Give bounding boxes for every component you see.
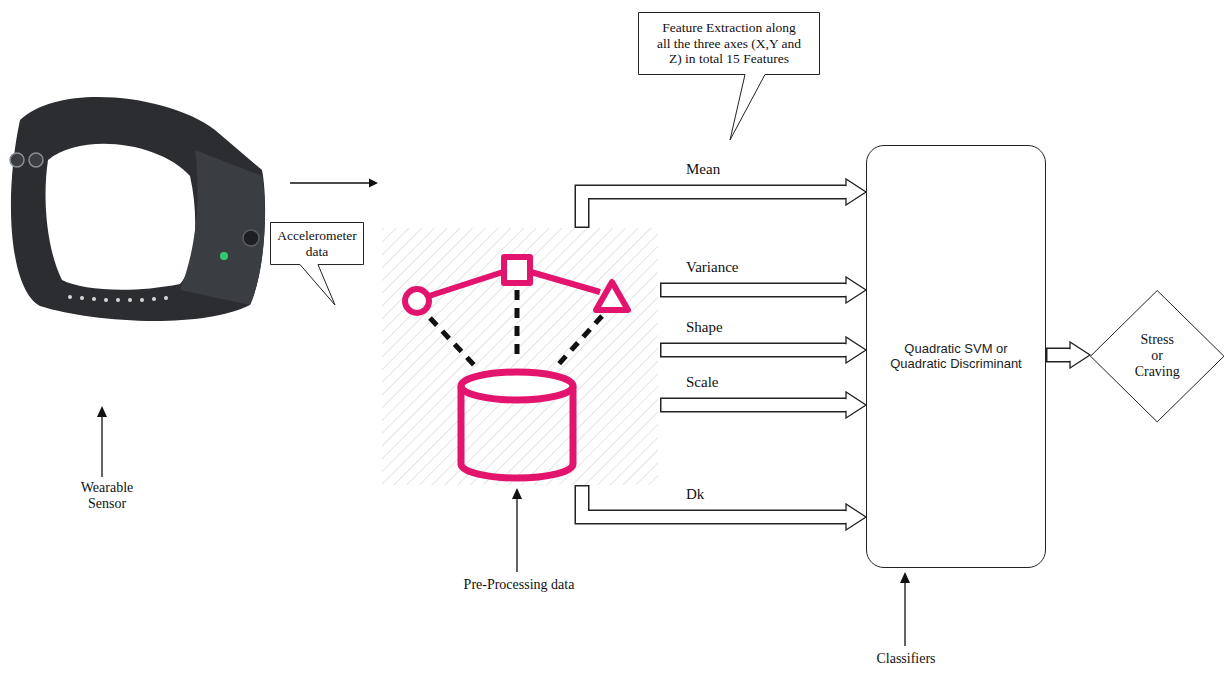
arrow-shaft-outline xyxy=(660,398,847,413)
callout-box: Feature Extraction along all the three a… xyxy=(638,12,820,75)
wristband-device xyxy=(180,150,265,305)
arrow-shaft-outline xyxy=(582,485,847,517)
leader-head xyxy=(512,488,522,499)
sensor-region: Wearable Sensor xyxy=(5,90,290,330)
arrow-shaft-fill xyxy=(662,399,848,411)
arrow-joint xyxy=(845,511,849,523)
arrow-head xyxy=(369,179,378,188)
decision-text: Stress or Craving xyxy=(1135,332,1180,380)
arrow-shaft-outline xyxy=(660,343,847,358)
callout-text: Feature Extraction along all the three a… xyxy=(654,20,804,67)
device-led xyxy=(220,252,228,260)
hatched-ground xyxy=(382,228,658,485)
preprocessing-label: Pre-Processing data xyxy=(378,577,660,593)
feature-label: Dk xyxy=(686,486,704,503)
classifier-label: Classifiers xyxy=(867,651,945,667)
arrow-shaft-fill xyxy=(582,192,847,227)
arrow-joint xyxy=(845,284,849,296)
hollow-arrow xyxy=(1046,342,1090,368)
wristband-strap xyxy=(11,97,265,321)
callout-box: Accelerometer data xyxy=(270,222,364,265)
leader-head xyxy=(900,572,910,583)
callout-shape xyxy=(639,13,820,141)
decision-diamond: Stress or Craving xyxy=(1090,290,1224,422)
feature-label: Mean xyxy=(686,161,720,178)
leader-head xyxy=(97,406,107,417)
callout-text: Accelerometer data xyxy=(275,228,359,259)
strap-button xyxy=(10,153,24,167)
feature-label: Variance xyxy=(686,259,738,276)
classifier-text: Quadratic SVM or Quadratic Discriminant xyxy=(886,342,1026,372)
arrow-shaft-outline xyxy=(1046,348,1071,363)
arrow-head xyxy=(846,179,866,205)
hollow-arrow xyxy=(660,277,866,303)
arrow-head xyxy=(846,504,866,530)
network-icon xyxy=(405,257,628,313)
wristband-illustration xyxy=(10,97,265,321)
flow-arrow xyxy=(290,179,378,188)
feature-label: Scale xyxy=(686,374,718,391)
hollow-arrow xyxy=(660,337,866,363)
hollow-arrow xyxy=(582,179,866,228)
leader-line xyxy=(101,416,102,477)
strap-button xyxy=(29,153,43,167)
arrow-head xyxy=(1070,342,1090,368)
hollow-arrow xyxy=(582,485,866,530)
strap-holes xyxy=(68,295,168,302)
arrow-head xyxy=(846,392,866,418)
leader-line xyxy=(904,582,905,646)
dashed-links xyxy=(430,290,602,366)
classifier-box: Quadratic SVM or Quadratic DiscriminantC… xyxy=(866,145,1046,568)
feature-label: Shape xyxy=(686,319,723,336)
device-button xyxy=(243,230,259,246)
arrow-shaft-fill xyxy=(662,284,848,296)
database-cylinder xyxy=(461,372,573,478)
arrow-shaft-outline xyxy=(582,192,847,228)
callout-shape xyxy=(271,223,364,306)
arrow-shaft-outline xyxy=(660,283,847,298)
sensor-label: Wearable Sensor xyxy=(67,480,147,512)
arrow-shaft-fill xyxy=(582,487,847,518)
arrow-joint xyxy=(1069,349,1073,361)
arrow-head xyxy=(846,337,866,363)
arrow-shaft-fill xyxy=(662,344,848,356)
preprocessing-region: Pre-Processing data xyxy=(378,228,660,485)
hollow-arrow xyxy=(660,392,866,418)
diamond-shape xyxy=(1091,291,1224,422)
leader-line xyxy=(516,498,517,572)
arrow-joint xyxy=(845,399,849,411)
preprocessing-illustration xyxy=(382,228,658,485)
leader-arrows xyxy=(97,406,910,646)
arrow-head xyxy=(846,277,866,303)
arrow-shaft-fill xyxy=(1048,349,1072,361)
arrow-joint xyxy=(845,344,849,356)
arrow-joint xyxy=(845,186,849,198)
arrow-line xyxy=(290,182,369,183)
